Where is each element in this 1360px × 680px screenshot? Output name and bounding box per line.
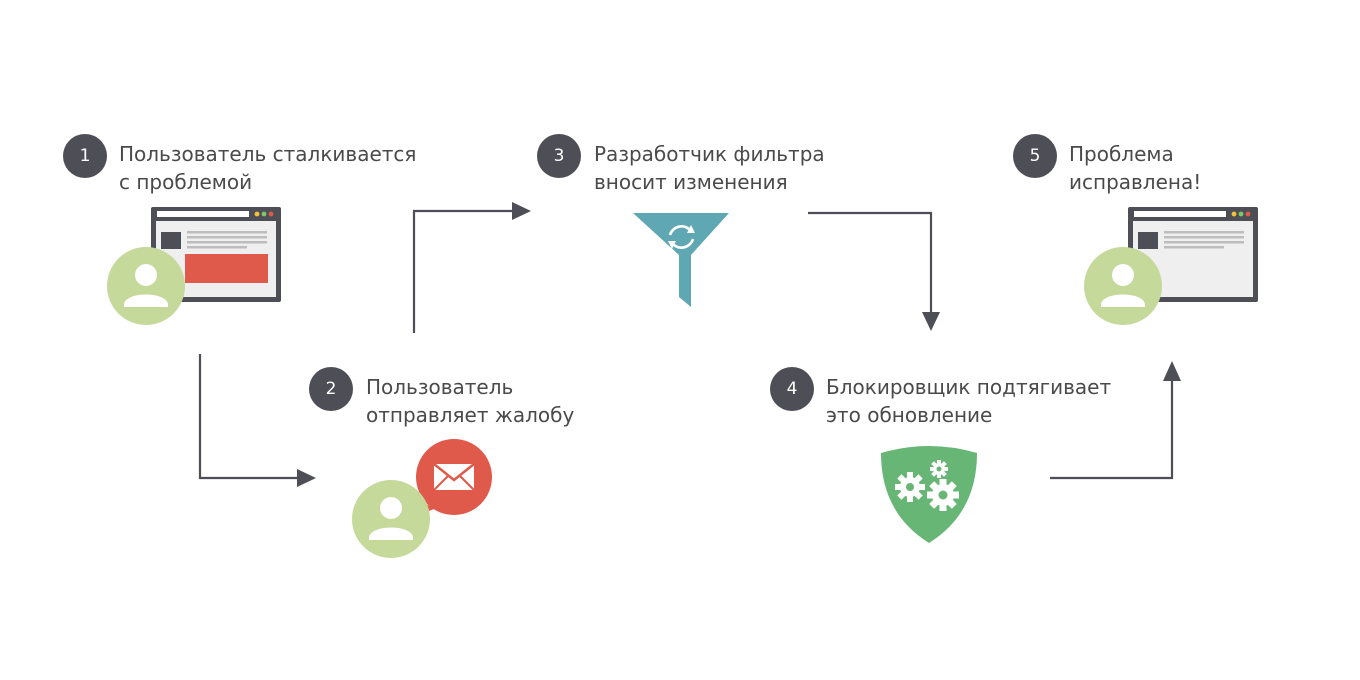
step-5-label-line1: Проблема [1069,142,1174,166]
arrowhead-2 [512,202,531,220]
user-icon [1084,247,1162,325]
arrowhead-4 [1163,361,1181,381]
step-5-badge: 5 [1013,134,1057,178]
step-1-label-line2: с проблемой [119,170,253,194]
arrow-2-to-3 [412,209,512,333]
arrowhead-3 [922,312,940,331]
step-4-label: Блокировщик подтягивает это обновление [826,373,1111,429]
step-5-label-line2: исправлена! [1069,170,1202,194]
step-2-label-line1: Пользователь [366,375,514,399]
step-2-label: Пользователь отправляет жалобу [366,373,574,429]
filter-funnel-icon [633,213,729,307]
step-1-badge: 1 [63,134,107,178]
user-icon [107,247,185,325]
arrow-1-to-2 [198,354,298,480]
step-5-label: Проблема исправлена! [1069,140,1201,196]
step-3-label: Разработчик фильтра вносит изменения [594,140,825,196]
user-icon [352,480,430,558]
arrow-4-to-5 [1050,380,1174,480]
step-3-label-line2: вносит изменения [594,170,788,194]
arrow-3-to-4 [808,211,933,313]
step-4-label-line2: это обновление [826,403,993,427]
step-3-label-line1: Разработчик фильтра [594,142,825,166]
step-3-badge: 3 [537,134,581,178]
step-4-badge: 4 [770,367,814,411]
step-4-label-line1: Блокировщик подтягивает [826,375,1112,399]
arrowhead-1 [297,469,316,487]
step-2-badge: 2 [309,367,353,411]
step-1-label: Пользователь сталкивается с проблемой [119,140,416,196]
step-1-label-line1: Пользователь сталкивается [119,142,417,166]
mail-icon [414,439,492,517]
step-2-label-line2: отправляет жалобу [366,403,575,427]
shield-gears-icon [881,446,977,543]
error-block [185,254,268,283]
